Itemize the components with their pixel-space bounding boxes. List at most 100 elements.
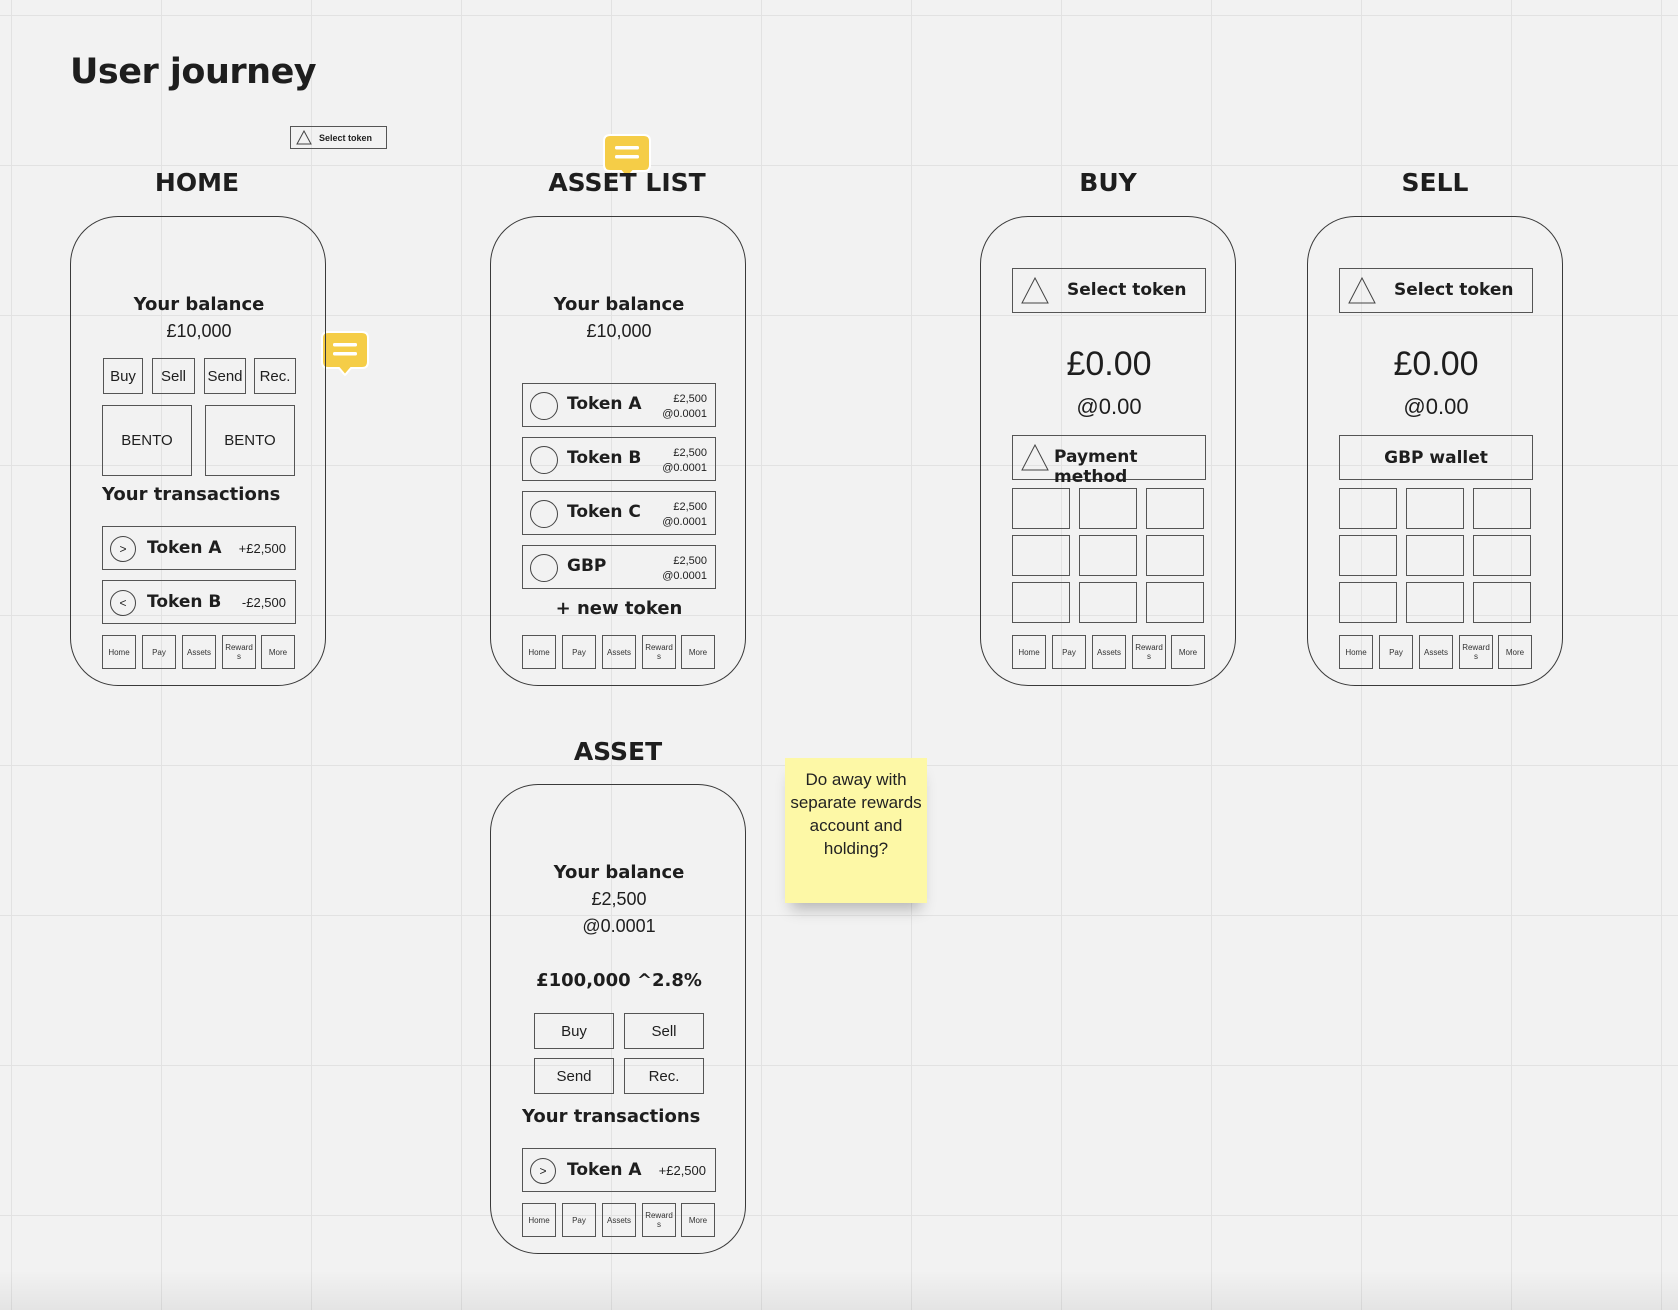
nav-more[interactable]: More: [681, 1203, 715, 1237]
frame-title-buy: BUY: [1079, 168, 1137, 197]
keypad-key[interactable]: [1473, 488, 1531, 529]
amount-value: £0.00: [1393, 345, 1479, 383]
new-token-link[interactable]: + new token: [555, 598, 683, 619]
token-value: £2,500: [673, 555, 707, 567]
balance-label: Your balance: [553, 294, 685, 315]
nav-rewards[interactable]: Reward s: [222, 635, 256, 669]
bento-card[interactable]: BENTO: [102, 405, 192, 476]
token-icon: [530, 500, 558, 528]
token-value: £2,500: [673, 501, 707, 513]
transaction-row[interactable]: > Token A +£2,500: [522, 1148, 716, 1192]
keypad-key[interactable]: [1012, 582, 1070, 623]
keypad-key[interactable]: [1339, 535, 1397, 576]
nav-rewards[interactable]: Reward s: [1132, 635, 1166, 669]
keypad-key[interactable]: [1406, 488, 1464, 529]
receive-button[interactable]: Rec.: [254, 358, 296, 394]
token-row[interactable]: Token A £2,500@0.0001: [522, 383, 716, 427]
nav-rewards[interactable]: Reward s: [1459, 635, 1493, 669]
keypad-key[interactable]: [1146, 582, 1204, 623]
send-button[interactable]: Send: [534, 1058, 614, 1094]
select-token-dropdown[interactable]: Select token: [1012, 268, 1206, 313]
transaction-token: Token A: [147, 538, 222, 558]
frame-title-home: HOME: [154, 168, 240, 197]
floating-select-token[interactable]: Select token: [290, 126, 387, 149]
keypad-key[interactable]: [1146, 535, 1204, 576]
rate-value: @0.00: [1403, 394, 1469, 419]
balance-value: £10,000: [166, 321, 232, 341]
bento-card[interactable]: BENTO: [205, 405, 295, 476]
keypad-key[interactable]: [1146, 488, 1204, 529]
token-rate: @0.0001: [662, 408, 707, 420]
nav-more[interactable]: More: [1498, 635, 1532, 669]
token-icon: [530, 392, 558, 420]
sell-button[interactable]: Sell: [152, 358, 195, 394]
phone-frame-asset: Your balance £2,500 @0.0001 £100,000 ^2.…: [490, 784, 746, 1254]
keypad-key[interactable]: [1079, 535, 1137, 576]
nav-rewards[interactable]: Reward s: [642, 1203, 676, 1237]
nav-pay[interactable]: Pay: [142, 635, 176, 669]
comment-icon[interactable]: [602, 133, 652, 179]
buy-button[interactable]: Buy: [534, 1013, 614, 1049]
token-name: Token B: [567, 448, 642, 468]
token-row[interactable]: Token B £2,500 @0.0001: [522, 437, 716, 481]
payment-method-dropdown[interactable]: Payment method: [1012, 435, 1206, 487]
balance-label: Your balance: [553, 862, 685, 883]
nav-pay[interactable]: Pay: [1379, 635, 1413, 669]
frame-title-asset: ASSET: [573, 737, 663, 766]
comment-icon[interactable]: [320, 330, 370, 376]
keypad-key[interactable]: [1079, 488, 1137, 529]
token-value: £2,500: [673, 393, 707, 405]
gbp-wallet-selector[interactable]: GBP wallet: [1339, 435, 1533, 480]
outgoing-arrow-icon: <: [110, 590, 136, 616]
balance-value: £10,000: [586, 321, 652, 341]
buy-button[interactable]: Buy: [103, 358, 143, 394]
balance-label: Your balance: [133, 294, 265, 315]
sticky-note[interactable]: Do away with separate rewards account an…: [785, 758, 927, 903]
keypad-key[interactable]: [1339, 488, 1397, 529]
nav-assets[interactable]: Assets: [182, 635, 216, 669]
incoming-arrow-icon: >: [530, 1158, 556, 1184]
token-name: Token C: [567, 502, 641, 522]
phone-frame-asset-list: Your balance £10,000 Token A £2,500@0.00…: [490, 216, 746, 686]
nav-more[interactable]: More: [1171, 635, 1205, 669]
receive-button[interactable]: Rec.: [624, 1058, 704, 1094]
token-row[interactable]: GBP £2,500@0.0001: [522, 545, 716, 589]
select-token-dropdown[interactable]: Select token: [1339, 268, 1533, 313]
send-button[interactable]: Send: [204, 358, 246, 394]
nav-rewards[interactable]: Reward s: [642, 635, 676, 669]
keypad-key[interactable]: [1339, 582, 1397, 623]
board-title: User journey: [70, 52, 317, 92]
token-value: £2,500: [673, 447, 707, 459]
nav-home[interactable]: Home: [522, 635, 556, 669]
nav-home[interactable]: Home: [1012, 635, 1046, 669]
nav-pay[interactable]: Pay: [1052, 635, 1086, 669]
rate-value: @0.0001: [582, 916, 656, 936]
nav-assets[interactable]: Assets: [602, 635, 636, 669]
nav-pay[interactable]: Pay: [562, 1203, 596, 1237]
keypad-key[interactable]: [1012, 535, 1070, 576]
keypad-key[interactable]: [1406, 582, 1464, 623]
token-row[interactable]: Token C £2,500@0.0001: [522, 491, 716, 535]
nav-assets[interactable]: Assets: [602, 1203, 636, 1237]
token-rate: @0.0001: [662, 462, 707, 474]
nav-home[interactable]: Home: [1339, 635, 1373, 669]
keypad-key[interactable]: [1079, 582, 1137, 623]
token-icon: [530, 446, 558, 474]
payment-method-label: Payment method: [1054, 447, 1138, 487]
rate-value: @0.00: [1076, 394, 1142, 419]
nav-assets[interactable]: Assets: [1419, 635, 1453, 669]
nav-more[interactable]: More: [681, 635, 715, 669]
keypad-key[interactable]: [1473, 582, 1531, 623]
keypad-key[interactable]: [1473, 535, 1531, 576]
nav-more[interactable]: More: [261, 635, 295, 669]
keypad-key[interactable]: [1012, 488, 1070, 529]
sell-button[interactable]: Sell: [624, 1013, 704, 1049]
nav-pay[interactable]: Pay: [562, 635, 596, 669]
keypad-key[interactable]: [1406, 535, 1464, 576]
nav-home[interactable]: Home: [522, 1203, 556, 1237]
nav-home[interactable]: Home: [102, 635, 136, 669]
triangle-icon: [1021, 444, 1049, 471]
transaction-row[interactable]: > Token A +£2,500: [102, 526, 296, 570]
transaction-row[interactable]: < Token B -£2,500: [102, 580, 296, 624]
nav-assets[interactable]: Assets: [1092, 635, 1126, 669]
